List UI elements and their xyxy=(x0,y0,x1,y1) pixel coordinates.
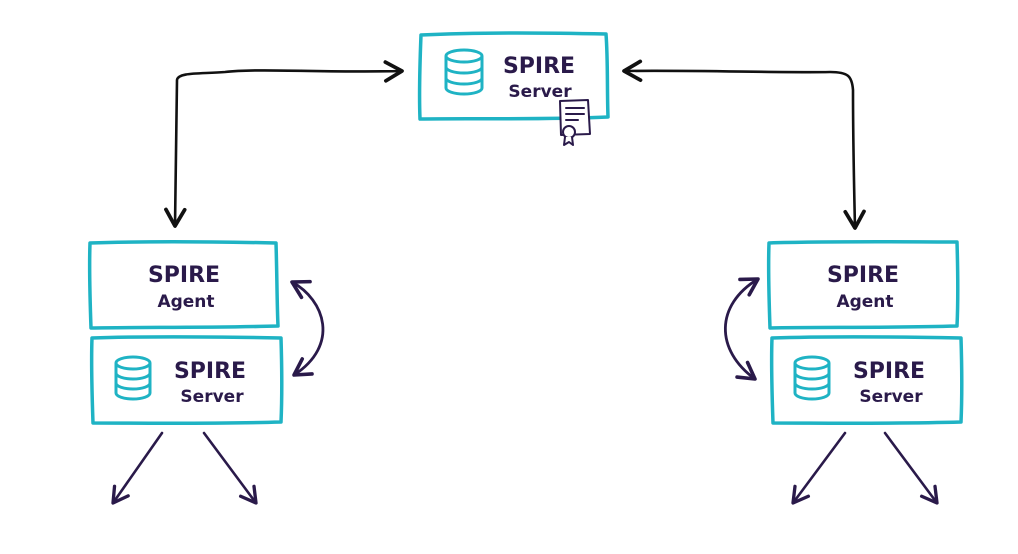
left-spire-server-box: SPIRE Server xyxy=(89,335,284,425)
left-server-subtitle: Server xyxy=(180,387,244,407)
database-icon xyxy=(444,48,484,96)
left-downstream-arrow-2 xyxy=(202,431,258,505)
right-spire-agent-box: SPIRE Agent xyxy=(766,240,960,330)
connector-right xyxy=(622,59,866,230)
database-icon xyxy=(793,355,831,401)
left-sync-arrow xyxy=(290,279,325,377)
database-icon xyxy=(114,355,152,401)
right-downstream-arrow-1 xyxy=(791,431,847,505)
right-server-subtitle: Server xyxy=(859,387,923,407)
connector-left xyxy=(164,60,404,228)
left-downstream-arrow-1 xyxy=(111,431,164,505)
certificate-icon xyxy=(559,99,591,146)
top-spire-server-box: SPIRE Server xyxy=(417,31,610,146)
right-spire-server-box: SPIRE Server xyxy=(769,335,964,425)
right-server-title: SPIRE xyxy=(853,359,925,384)
right-downstream-arrow-2 xyxy=(883,431,939,505)
left-agent-title: SPIRE xyxy=(148,263,220,288)
top-server-subtitle: Server xyxy=(508,82,572,102)
right-agent-subtitle: Agent xyxy=(836,292,893,312)
left-spire-agent-box: SPIRE Agent xyxy=(87,240,280,330)
left-agent-subtitle: Agent xyxy=(157,292,214,312)
top-server-title: SPIRE xyxy=(503,54,575,79)
left-server-title: SPIRE xyxy=(174,359,246,384)
right-sync-arrow xyxy=(724,277,760,381)
right-agent-title: SPIRE xyxy=(827,263,899,288)
